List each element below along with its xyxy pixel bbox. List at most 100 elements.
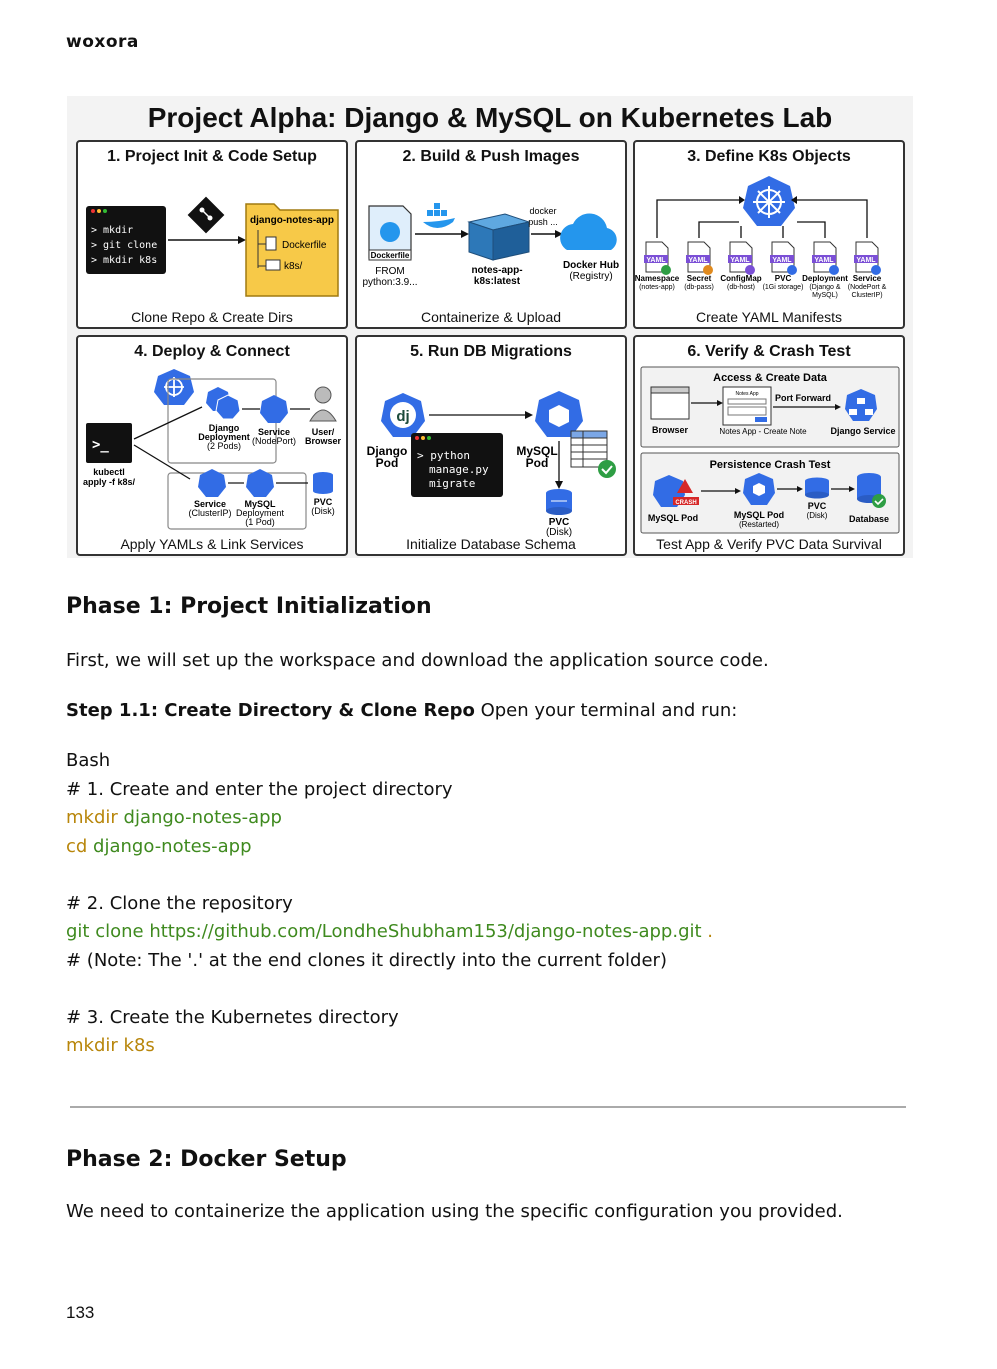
terminal-line: > git clone [91,240,157,251]
docker-hub-label: Docker Hub [563,260,619,271]
build-push-illustration: Dockerfile FROM python:3.9... notes-app-… [362,203,619,288]
panel-title: 6. Verify & Crash Test [687,343,851,360]
panel-caption: Apply YAMLs & Link Services [120,536,304,552]
browser-label: Browser [652,425,689,435]
k8s-object-name: Secret [687,274,712,283]
mysql-pod-icon [535,391,583,437]
connector-arrows [656,199,868,238]
deploy-connect-illustration: >_ kubectl apply -f k8s/ Django Deployme… [83,369,342,530]
panel-project-init: 1. Project Init & Code Setup > mkdir > g… [76,140,348,329]
infographic-title: Project Alpha: Django & MySQL on Kuberne… [147,102,833,133]
mysql-deployment-count: (1 Pod) [245,517,275,527]
service-clusterip-icon [198,469,226,497]
k8s-object-name: Namespace [635,274,680,283]
project-init-illustration: > mkdir > git clone > mkdir k8s django-n… [86,196,339,297]
panel-title: 4. Deploy & Connect [134,343,290,360]
yaml-label: YAML [688,257,708,264]
phase1-intro: First, we will set up the workspace and … [66,650,769,671]
mysql-pod-restarted-label: MySQL Pod [734,510,784,520]
code-comment: # 2. Clone the repository [66,893,293,914]
k8s-object-sub1: (Django & [809,284,840,291]
code-argument: django-notes-app [117,807,282,828]
dockerfile-label: Dockerfile [371,251,410,260]
code-language-label: Bash [66,750,111,771]
container-image-icon: notes-app- k8s:latest [467,213,531,287]
yaml-label: YAML [856,257,876,264]
browser-label: Browser [305,436,342,446]
pvc-disk-icon [313,472,333,494]
git-icon [187,196,225,234]
notes-app-mini: Notes App [735,391,758,397]
persistence-title: Persistence Crash Test [710,459,831,471]
page-number: 133 [66,1303,95,1322]
django-pod-label: Django [367,444,408,458]
yaml-label: YAML [772,257,792,264]
panel-caption: Test App & Verify PVC Data Survival [656,536,882,552]
code-argument: k8s [117,1035,155,1056]
user-label: User/ [312,427,335,437]
verify-crash-illustration: Access & Create Data Browser Notes App N… [640,366,900,534]
pvc-label: PVC [314,497,333,507]
mysql-deployment-kind: Deployment [236,508,285,518]
crash-label: CRASH [675,500,696,506]
access-title: Access & Create Data [713,372,828,384]
yaml-manifest-icon: YAML Secret(db-pass) [684,241,714,291]
django-deployment-label: Django [209,423,240,433]
k8s-object-sub1: (NodePort & [848,284,887,291]
folder-k8s: k8s/ [284,261,303,272]
terminal-icon: >_ [86,423,132,463]
kubernetes-icon [154,369,194,405]
panel-caption: Containerize & Upload [420,309,562,325]
notes-app-form-icon: Notes App [722,386,772,426]
terminal-icon: > python manage.py migrate [411,433,503,497]
terminal-icon: > mkdir > git clone > mkdir k8s [86,206,166,274]
k8s-object-sub1: (db-pass) [684,284,714,291]
image-name: notes-app- [471,265,522,276]
code-command: mkdir [66,1035,118,1056]
push-cmd: push ... [528,217,558,227]
step-1-1-title: Step 1.1: Create Directory & Clone Repo [66,700,475,721]
mysql-pod-icon [246,469,274,497]
panel-db-migrations: 5. Run DB Migrations dj Django Pod > pyt… [355,335,627,556]
code-line: cd django-notes-app [66,836,252,857]
django-service-icon [845,389,877,421]
mysql-pod-restarted-status: (Restarted) [739,520,779,529]
pvc-disk: (Disk) [807,511,828,520]
service-nodeport-icon [260,395,288,423]
k8s-object-name: PVC [775,274,792,283]
docker-whale-icon [423,203,455,228]
pvc-disk-icon [546,489,572,515]
code-command: cd [66,836,88,857]
from-label: FROM [375,266,404,277]
service-nodeport-type: (NodePort) [252,436,296,446]
pvc-disk-icon [805,477,829,499]
folder-name: django-notes-app [250,215,334,226]
panel-title: 5. Run DB Migrations [410,343,572,360]
django-logo-icon: dj [381,393,425,437]
terminal-line: > mkdir [91,225,133,236]
panel-verify-crash: 6. Verify & Crash Test Access & Create D… [633,335,905,556]
django-logo-text: dj [396,408,409,425]
notes-app-caption: Notes App - Create Note [719,427,807,436]
repo-url: https://github.com/LondheShubham153/djan… [143,921,702,942]
kubectl-label: kubectl [93,467,125,477]
k8s-object-sub2: MySQL) [812,292,838,299]
django-deployment-kind: Deployment [198,432,250,442]
registry-label: (Registry) [569,271,612,282]
image-tag: k8s:latest [474,276,521,287]
mysql-pod-kind: Pod [526,456,549,470]
code-line: mkdir django-notes-app [66,807,282,828]
file-dockerfile: Dockerfile [282,240,327,251]
migrate-line: manage.py [429,463,489,476]
kubernetes-icon [743,176,795,226]
from-image: python:3.9... [362,277,417,288]
panel-title: 1. Project Init & Code Setup [107,148,317,165]
panel-caption: Initialize Database Schema [406,536,576,552]
